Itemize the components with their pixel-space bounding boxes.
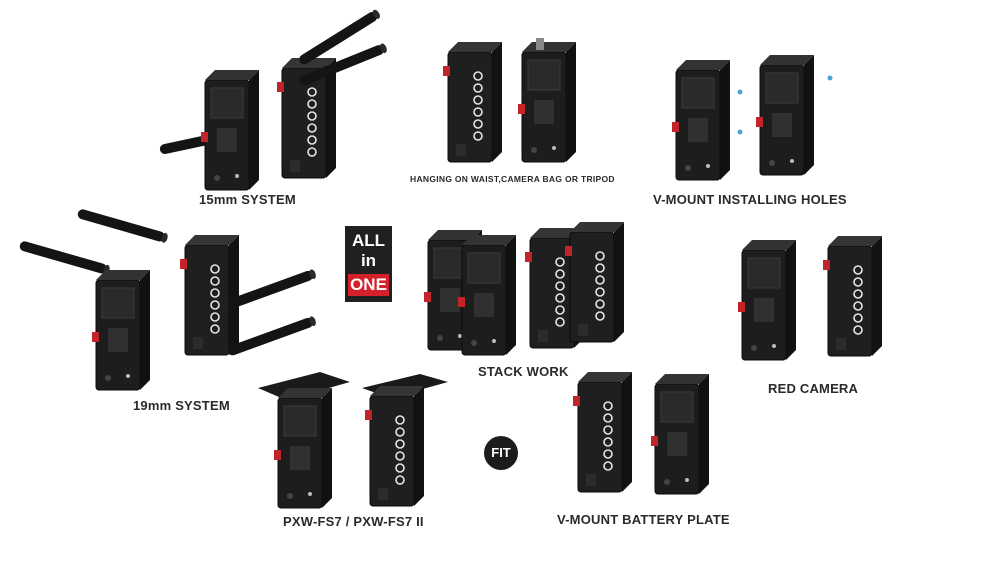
label-vmount-holes: V-MOUNT INSTALLING HOLES — [653, 192, 847, 207]
label-19mm-system: 19mm SYSTEM — [133, 398, 230, 413]
unit-pxw-fs7 — [258, 372, 448, 509]
label-hanging: HANGING ON WAIST,CAMERA BAG OR TRIPOD — [410, 174, 615, 184]
label-pxw-fs7: PXW-FS7 / PXW-FS7 II — [283, 514, 424, 529]
badge-line-1: ALL — [351, 231, 386, 250]
label-15mm-system: 15mm SYSTEM — [199, 192, 296, 207]
label-vmount-plate: V-MOUNT BATTERY PLATE — [557, 512, 730, 527]
unit-stack-work — [423, 221, 625, 356]
unit-red-camera — [737, 235, 883, 361]
label-red-camera: RED CAMERA — [768, 381, 859, 396]
unit-vmount-plate — [572, 371, 710, 495]
unit-vmount-holes — [671, 54, 833, 181]
badge-line-2: in — [360, 251, 377, 270]
unit-19mm-system — [18, 208, 318, 391]
fit-badge: FIT — [484, 436, 518, 470]
all-in-one-badge: ALL in ONE — [345, 226, 392, 302]
unit-15mm-system — [158, 8, 389, 191]
badge-line-3: ONE — [348, 274, 389, 296]
unit-hanging — [442, 38, 577, 163]
label-stack-work: STACK WORK — [478, 364, 569, 379]
